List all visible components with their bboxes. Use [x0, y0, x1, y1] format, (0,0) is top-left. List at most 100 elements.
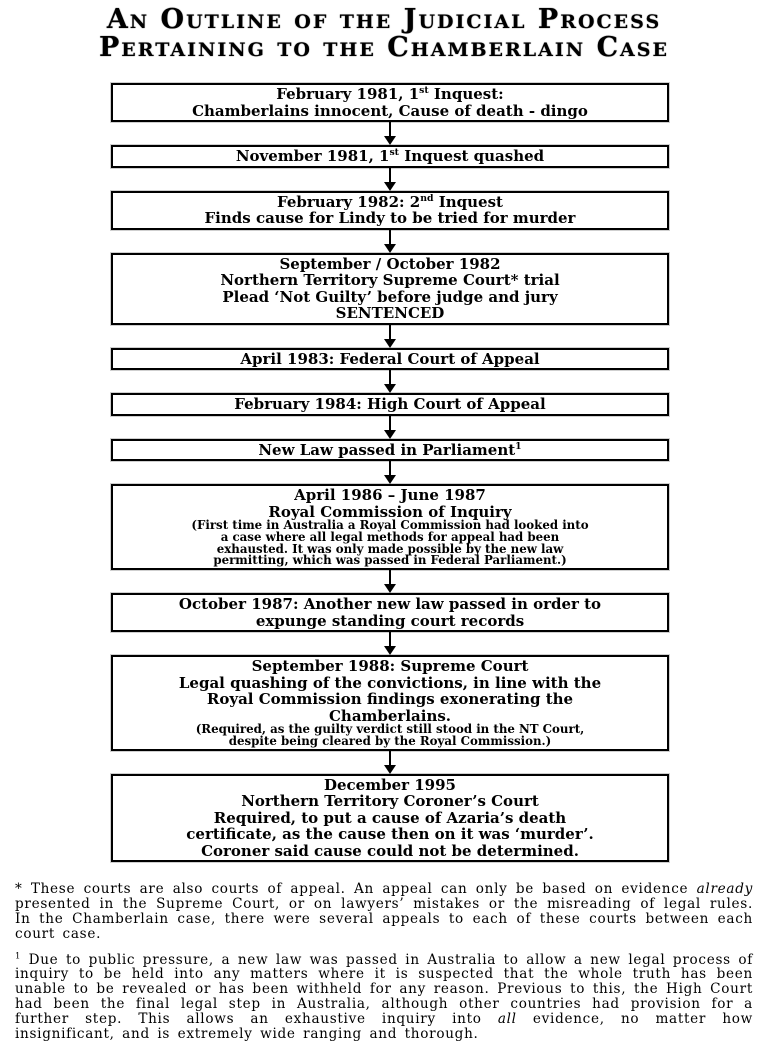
arrow-head-icon — [384, 243, 396, 253]
box-text-segment: October 1987: Another new law passed in … — [178, 595, 602, 614]
box-line: SENTENCED — [119, 305, 661, 322]
box-line: Northern Territory Coroner’s Court — [119, 793, 661, 810]
box-text-segment: exhausted. It was only made possible by … — [216, 541, 564, 556]
box-text-segment: Finds cause for Lindy to be tried for mu… — [204, 209, 576, 228]
box-line: despite being cleared by the Royal Commi… — [119, 734, 661, 749]
flow-box-expunge-records-law: October 1987: Another new law passed in … — [111, 593, 669, 633]
arrow-line — [389, 570, 391, 585]
box-text-segment: Inquest: — [428, 85, 504, 104]
box-text-segment: (Required, as the guilty verdict still s… — [195, 722, 585, 737]
box-text-segment: September / October 1982 — [279, 254, 501, 273]
box-line: a case where all legal methods for appea… — [119, 529, 661, 544]
footnote-asterisk-text-cont: presented in the Supreme Court, or on la… — [15, 896, 753, 942]
box-text-segment: February 1982: 2 — [277, 192, 421, 211]
flow-box-inquest-1-quashed: November 1981, 1st Inquest quashed — [111, 145, 669, 168]
arrow-head-icon — [384, 475, 396, 485]
footnote-one: 1 Due to public pressure, a new law was … — [15, 951, 753, 1042]
arrow-line — [389, 324, 391, 339]
box-text-segment: Required, to put a cause of Azaria’s dea… — [213, 808, 567, 827]
box-line: permitting, which was passed in Federal … — [119, 555, 661, 567]
arrow-head-icon — [384, 384, 396, 394]
footnote-asterisk: * These courts are also courts of appeal… — [15, 882, 753, 941]
box-text-segment: April 1983: Federal Court of Appeal — [240, 349, 540, 368]
flow-connector-arrow-icon — [111, 324, 669, 348]
footnote-asterisk-italic-word: already — [696, 881, 753, 898]
arrow-head-icon — [384, 429, 396, 439]
box-text-segment: Chamberlains. — [328, 706, 452, 725]
arrow-head-icon — [384, 584, 396, 594]
box-text-segment: despite being cleared by the Royal Commi… — [228, 734, 552, 749]
box-line: Legal quashing of the convictions, in li… — [119, 675, 661, 692]
box-line: Chamberlains innocent, Cause of death - … — [119, 101, 661, 120]
box-text-segment: Northern Territory Supreme Court* trial — [220, 271, 560, 290]
footnote-asterisk-text: * These courts are also courts of appeal… — [15, 881, 697, 898]
flow-connector-arrow-icon — [111, 122, 669, 146]
box-text-segment: Northern Territory Coroner’s Court — [241, 792, 539, 811]
flow-connector-arrow-icon — [111, 750, 669, 774]
box-line: February 1984: High Court of Appeal — [119, 396, 661, 413]
box-text-segment: a case where all legal methods for appea… — [220, 529, 560, 544]
box-line: certificate, as the cause then on it was… — [119, 826, 661, 843]
box-line: (First time in Australia a Royal Commiss… — [119, 518, 661, 533]
arrow-head-icon — [384, 136, 396, 146]
flow-connector-arrow-icon — [111, 632, 669, 656]
flow-connector-arrow-icon — [111, 229, 669, 253]
arrow-head-icon — [384, 181, 396, 191]
box-text-segment: December 1995 — [323, 775, 456, 794]
flow-connector-arrow-icon — [111, 167, 669, 191]
arrow-head-icon — [384, 646, 396, 656]
box-line: expunge standing court records — [119, 613, 661, 630]
box-text-segment: certificate, as the cause then on it was… — [186, 825, 594, 844]
footnote-one-text: Due to public pressure, a new law was pa… — [15, 951, 753, 1027]
box-line: Plead ‘Not Guilty’ before judge and jury — [119, 288, 661, 306]
flow-connector-arrow-icon — [111, 415, 669, 439]
box-text-segment: Royal Commission findings exonerating th… — [206, 690, 574, 709]
box-line: April 1986 – June 1987 — [119, 487, 661, 504]
flowchart: February 1981, 1st Inquest:Chamberlains … — [111, 83, 669, 863]
box-text-segment: SENTENCED — [335, 304, 445, 323]
box-text-segment: New Law passed in Parliament — [258, 440, 516, 459]
box-line: Coroner said cause could not be determin… — [119, 843, 661, 860]
title-line-1: An Outline of the Judicial Process — [106, 4, 662, 35]
box-line: Chamberlains. — [119, 708, 661, 725]
box-text-segment: expunge standing court records — [255, 611, 525, 630]
flow-connector-arrow-icon — [111, 370, 669, 394]
box-line: New Law passed in Parliament1 — [119, 440, 661, 459]
footnotes: * These courts are also courts of appeal… — [15, 882, 753, 1041]
box-text-segment: February 1981, 1 — [276, 85, 420, 104]
superscript: 1 — [515, 440, 522, 452]
footnote-one-italic-word: all — [497, 1010, 517, 1027]
box-line: April 1983: Federal Court of Appeal — [119, 349, 661, 368]
box-text-segment: February 1984: High Court of Appeal — [234, 395, 546, 414]
box-text-segment: Chamberlains innocent, Cause of death - … — [192, 101, 588, 120]
box-line: December 1995 — [119, 777, 661, 794]
flow-box-inquest-1: February 1981, 1st Inquest:Chamberlains … — [111, 83, 669, 123]
box-line: September 1988: Supreme Court — [119, 658, 661, 675]
arrow-line — [389, 632, 391, 647]
box-line: February 1981, 1st Inquest: — [119, 86, 661, 103]
box-text-segment: September 1988: Supreme Court — [251, 657, 529, 676]
box-text-segment: Inquest quashed — [398, 147, 545, 166]
box-text-segment: Coroner said cause could not be determin… — [201, 841, 579, 860]
arrow-line — [389, 167, 391, 182]
box-line: September / October 1982 — [119, 254, 661, 273]
flow-box-new-law-parliament: New Law passed in Parliament1 — [111, 438, 669, 462]
arrow-line — [389, 461, 391, 476]
arrow-line — [389, 370, 391, 385]
arrow-line — [389, 229, 391, 244]
arrow-line — [389, 415, 391, 430]
box-text-segment: April 1986 – June 1987 — [294, 486, 486, 505]
arrow-head-icon — [384, 338, 396, 348]
box-text-segment: permitting, which was passed in Federal … — [213, 553, 567, 568]
box-line: Royal Commission findings exonerating th… — [119, 691, 661, 708]
box-line: February 1982: 2nd Inquest — [119, 192, 661, 211]
superscript: st — [389, 147, 399, 159]
superscript: nd — [420, 192, 434, 204]
superscript: st — [419, 85, 429, 97]
box-text-segment: Inquest — [433, 192, 503, 211]
box-line: November 1981, 1st Inquest quashed — [119, 148, 661, 165]
box-text-segment: (First time in Australia a Royal Commiss… — [191, 518, 589, 533]
